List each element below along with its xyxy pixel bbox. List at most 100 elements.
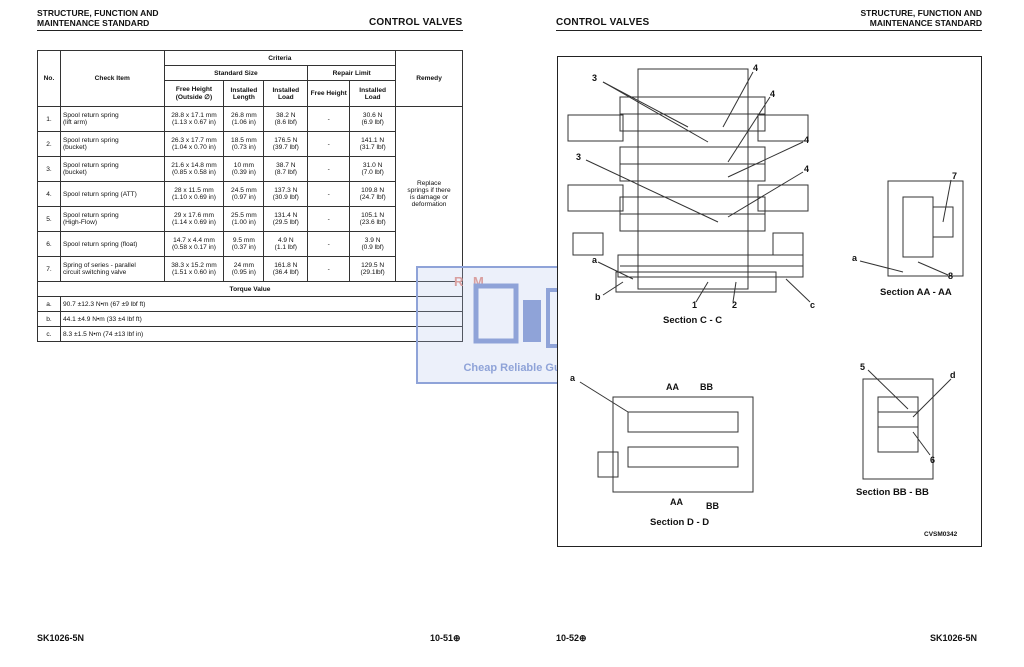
installed-length-value-line: 24.5 mm	[231, 187, 257, 194]
installed-length-value: 25.5 mm(1.00 in)	[223, 206, 265, 232]
installed-load-value-line: (29.5 lbf)	[272, 219, 299, 226]
table-row: 5.Spool return spring(High-Flow)29 x 17.…	[37, 206, 463, 232]
free-height-value-line: 14.7 x 4.4 mm	[173, 237, 215, 244]
repair-load-value: 31.0 N(7.0 lbf)	[349, 156, 397, 182]
installed-load-value: 38.2 N(8.6 lbf)	[263, 106, 309, 132]
repair-free-height-value: -	[307, 131, 351, 157]
label-7: 7	[952, 171, 958, 181]
torque-row: b.44.1 ±4.9 N•m (33 ±4 lbf ft)	[37, 311, 464, 327]
label-6: 6	[930, 455, 936, 465]
left-header-section: STRUCTURE, FUNCTION AND MAINTENANCE STAN…	[37, 8, 159, 28]
installed-load-value: 38.7 N(8.7 lbf)	[263, 156, 309, 182]
free-height-value: 14.7 x 4.4 mm(0.58 x 0.17 in)	[163, 231, 225, 257]
header-remedy: Remedy	[395, 50, 463, 107]
installed-load-value-line: (30.9 lbf)	[272, 194, 299, 201]
section-dd-label: Section D - D	[650, 517, 710, 528]
row-number: 6.	[37, 231, 61, 257]
remedy-line: is damage or	[409, 194, 449, 201]
torque-value: 8.3 ±1.5 N•m (74 ±13 lbf in)	[59, 326, 464, 342]
remedy-line: Replace	[416, 180, 442, 187]
free-height-value: 29 x 17.6 mm(1.14 x 0.69 in)	[163, 206, 225, 232]
left-footer-model: SK1026-5N	[37, 633, 85, 643]
repair-load-value-line: 129.5 N	[361, 262, 385, 269]
remedy-line: springs if there	[407, 187, 451, 194]
free-height-value-line: (1.51 x 0.60 in)	[171, 269, 216, 276]
free-height-value-line: 21.6 x 14.8 mm	[171, 162, 217, 169]
torque-label: a.	[37, 296, 61, 312]
remedy-line: deformation	[411, 201, 447, 208]
installed-length-value-line: (0.95 in)	[231, 269, 256, 276]
check-item-line: Spring of series - parallel	[62, 262, 136, 269]
header-repair-free-height: Free Height	[307, 80, 351, 107]
free-height-value-line: (1.13 x 0.67 in)	[171, 119, 216, 126]
installed-load-value-line: (1.1 lbf)	[274, 244, 297, 251]
repair-free-height-value-line: -	[327, 115, 330, 123]
installed-load-value-line: 131.4 N	[274, 212, 298, 219]
repair-load-value-line: (23.6 lbf)	[359, 219, 386, 226]
repair-load-value: 105.1 N(23.6 lbf)	[349, 206, 397, 232]
table-row: 3.Spool return spring(bucket)21.6 x 14.8…	[37, 156, 463, 182]
installed-length-value-line: (0.73 in)	[231, 144, 256, 151]
installed-length-value-line: (0.97 in)	[231, 194, 256, 201]
installed-load-value-line: 38.2 N	[276, 112, 296, 119]
repair-load-value-line: 31.0 N	[362, 162, 383, 169]
check-item: Spool return spring (float)	[59, 231, 165, 257]
installed-length-value-line: 18.5 mm	[231, 137, 257, 144]
torque-value: 90.7 ±12.3 N•m (67 ±9 lbf ft)	[59, 296, 464, 312]
free-height-value-line: (1.10 x 0.69 in)	[171, 194, 216, 201]
repair-load-value: 30.6 N(6.9 lbf)	[349, 106, 397, 132]
right-header-rule	[556, 30, 982, 31]
row-number: 2.	[37, 131, 61, 157]
control-valve-diagram: 3 4 4 3 4 4 a b 1 2 c Section C - C 7 a …	[557, 56, 982, 547]
installed-length-value-line: (1.06 in)	[231, 119, 256, 126]
label-c: c	[810, 300, 816, 310]
label-a-cc: a	[592, 255, 598, 265]
row-number: 5.	[37, 206, 61, 232]
row-number: 7.	[37, 256, 61, 282]
repair-load-value-line: (0.9 lbf)	[361, 244, 384, 251]
header-criteria: Criteria	[163, 50, 397, 66]
installed-load-value-line: 4.9 N	[277, 237, 294, 244]
installed-length-value-line: 25.5 mm	[231, 212, 257, 219]
row-number: 1.	[37, 106, 61, 132]
torque-label: c.	[37, 326, 61, 342]
check-item: Spool return spring(bucket)	[59, 131, 165, 157]
installed-length-value: 24.5 mm(0.97 in)	[223, 181, 265, 207]
check-item-line: Spool return spring	[62, 212, 119, 219]
installed-length-value-line: 24 mm	[233, 262, 254, 269]
label-aa-top: AA	[666, 382, 679, 392]
table-row: 2.Spool return spring(bucket)26.3 x 17.7…	[37, 131, 463, 157]
installed-load-value: 161.8 N(36.4 lbf)	[263, 256, 309, 282]
label-a-aa: a	[852, 253, 858, 263]
repair-free-height-value: -	[307, 181, 351, 207]
check-item-line: Spool return spring (float)	[62, 240, 138, 248]
label-4-a: 4	[753, 63, 759, 73]
installed-length-value: 10 mm(0.39 in)	[223, 156, 265, 182]
left-page-title: CONTROL VALVES	[369, 17, 463, 28]
row-number-line: 1.	[46, 115, 52, 123]
row-number-line: 4.	[46, 190, 52, 198]
left-header-line2: MAINTENANCE STANDARD	[37, 18, 150, 28]
installed-load-value-line: (8.7 lbf)	[274, 169, 297, 176]
free-height-value-line: (0.58 x 0.17 in)	[171, 244, 216, 251]
free-height-value-line: 28.8 x 17.1 mm	[171, 112, 217, 119]
free-height-value-line: 28 x 11.5 mm	[174, 187, 214, 194]
repair-load-value-line: (24.7 lbf)	[359, 194, 386, 201]
check-item-line: (bucket)	[62, 144, 87, 151]
installed-load-value-line: 161.8 N	[274, 262, 298, 269]
header-installed-length: Installed Length	[223, 80, 265, 107]
left-header-line1: STRUCTURE, FUNCTION AND	[37, 8, 159, 18]
check-item-line: Spool return spring	[62, 112, 119, 119]
header-installed-load: Installed Load	[263, 80, 309, 107]
label-4-c: 4	[804, 135, 810, 145]
label-5: 5	[860, 362, 866, 372]
header-free-height: Free Height (Outside ∅)	[163, 80, 225, 107]
repair-free-height-value: -	[307, 106, 351, 132]
repair-load-value: 129.5 N(29.1lbf)	[349, 256, 397, 282]
header-no: No.	[37, 50, 61, 107]
header-repair-installed-load: Installed Load	[349, 80, 397, 107]
repair-load-value-line: 105.1 N	[361, 212, 385, 219]
installed-load-value-line: 176.5 N	[274, 137, 298, 144]
